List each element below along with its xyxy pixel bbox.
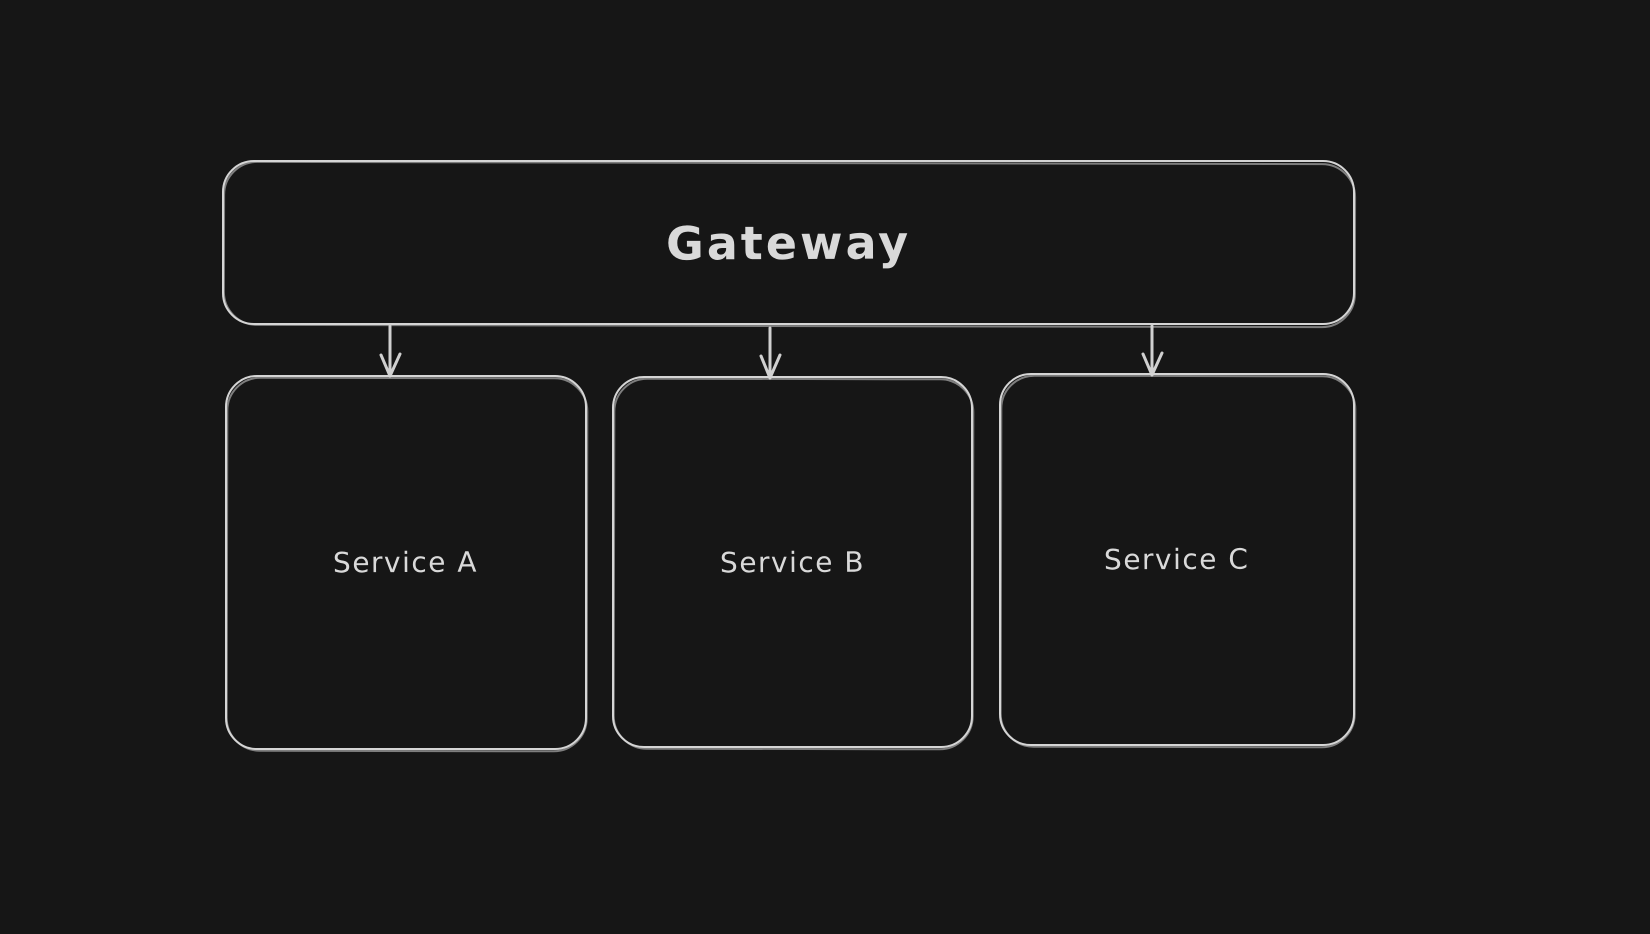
node-gateway[interactable]: Gateway [222, 160, 1355, 325]
node-service-b-label: Service B [719, 545, 866, 579]
arrow-gateway-to-service-a [379, 324, 402, 378]
node-service-a-label: Service A [333, 545, 479, 580]
node-service-a[interactable]: Service A [225, 375, 587, 750]
arrow-gateway-to-service-c [1141, 324, 1164, 377]
arrow-gateway-to-service-b [759, 326, 782, 380]
node-service-c-label: Service C [1104, 542, 1250, 577]
node-service-c[interactable]: Service C [999, 373, 1355, 746]
node-service-b[interactable]: Service B [612, 376, 973, 748]
node-gateway-label: Gateway [665, 214, 912, 271]
